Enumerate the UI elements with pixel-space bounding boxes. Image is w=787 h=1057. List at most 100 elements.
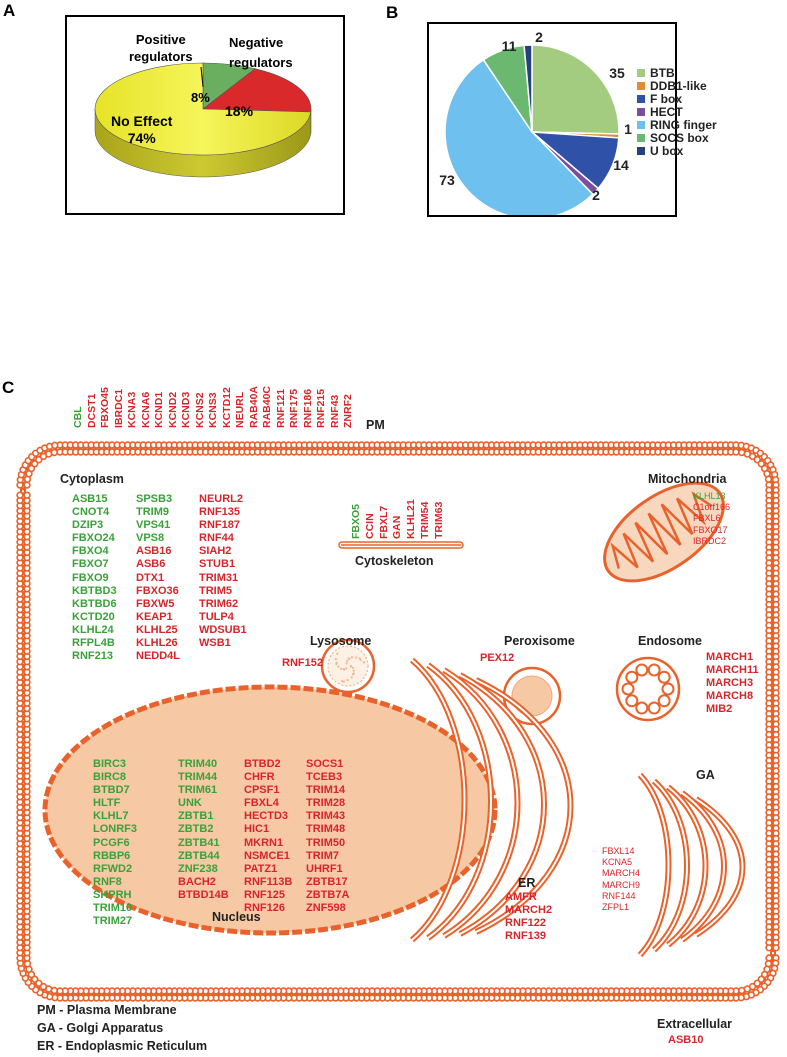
- gene-label: FBXL4: [244, 797, 292, 810]
- pm-gene-label: RAB40C: [261, 386, 273, 428]
- gene-label: TCEB3: [306, 771, 349, 784]
- gene-label: MARCH1: [706, 651, 759, 664]
- gene-label: ZFPL1: [602, 902, 640, 913]
- membrane-bead: [766, 945, 772, 951]
- gene-label: RFPL4B: [72, 637, 117, 650]
- gene-label: KBTBD6: [72, 598, 117, 611]
- gene-label: FBXO36: [136, 585, 180, 598]
- gene-label: TRIM31: [199, 572, 247, 585]
- gene-label: RBBP6: [93, 850, 137, 863]
- footnote-pm: PM - Plasma Membrane: [37, 1003, 207, 1021]
- pm-gene-label: NEURL: [234, 392, 246, 428]
- gene-label: ASB15: [72, 493, 117, 506]
- pm-label: PM: [366, 418, 385, 432]
- gene-label: TRIM44: [178, 771, 229, 784]
- gene-label: TRIM5: [199, 585, 247, 598]
- cytoskeleton-gene-label: FBXL7: [378, 506, 390, 539]
- lysosome-dot: [343, 668, 345, 670]
- lysosome-dot: [337, 665, 339, 667]
- gene-label: RNF187: [199, 519, 247, 532]
- gene-label: HLTF: [93, 797, 137, 810]
- gene-label: ZBTB41: [178, 837, 229, 850]
- gene-label: TRIM50: [306, 837, 349, 850]
- gene-label: RNF122: [505, 917, 552, 930]
- gene-label: FBXO4: [72, 545, 117, 558]
- gene-label: BTBD14B: [178, 889, 229, 902]
- lysosome-dot: [345, 662, 347, 664]
- gene-label: LONRF3: [93, 823, 137, 836]
- membrane-bead: [51, 450, 57, 456]
- gene-label: VPS41: [136, 519, 180, 532]
- gene-label: CPSF1: [244, 784, 292, 797]
- pm-gene-label: KCNS2: [194, 392, 206, 428]
- pm-gene-label: RNF43: [329, 395, 341, 428]
- gene-label: ZBTB44: [178, 850, 229, 863]
- cytoskeleton-gene-label: GAN: [391, 516, 403, 539]
- gene-label: PCGF6: [93, 837, 137, 850]
- lysosome-dot: [350, 665, 352, 667]
- gene-label: KBTBD3: [72, 585, 117, 598]
- gene-label: ASB6: [136, 558, 180, 571]
- gene-label: TULP4: [199, 611, 247, 624]
- pm-gene-label: RAB40A: [248, 386, 260, 428]
- gene-label: ZNF238: [178, 863, 229, 876]
- gene-label: MARCH8: [706, 690, 759, 703]
- gene-label: MARCH11: [706, 664, 759, 677]
- gene-label: ZBTB7A: [306, 889, 349, 902]
- lysosome-dot: [340, 668, 342, 670]
- gene-label: UNK: [178, 797, 229, 810]
- gene-label: KEAP1: [136, 611, 180, 624]
- footnote-er: ER - Endoplasmic Reticulum: [37, 1039, 207, 1057]
- gene-label: ZBTB17: [306, 876, 349, 889]
- lysosome-dot: [335, 658, 337, 660]
- gene-label: RNF139: [505, 930, 552, 943]
- gene-label: UHRF1: [306, 863, 349, 876]
- gene-label: SOCS1: [306, 758, 349, 771]
- pm-gene-label: RNF215: [315, 389, 327, 428]
- gene-label: MIB2: [706, 703, 759, 716]
- gene-label: BIRC3: [93, 758, 137, 771]
- gene-label: KLHL25: [136, 624, 180, 637]
- gene-label: FBXL6: [693, 513, 730, 524]
- gene-label: ASB10: [668, 1034, 703, 1047]
- pm-gene-label: KCND2: [167, 392, 179, 428]
- membrane-bead: [733, 449, 739, 455]
- cytoskeleton-gene-label: CCIN: [364, 513, 376, 539]
- lysosome-title: Lysosome: [310, 634, 371, 648]
- gene-label: KLHL26: [136, 637, 180, 650]
- gene-label: NEURL2: [199, 493, 247, 506]
- gene-label: FBXO17: [693, 525, 730, 536]
- gene-label: HECTD3: [244, 810, 292, 823]
- lysosome-dot: [336, 662, 338, 664]
- pm-gene-label: KCNA6: [140, 392, 152, 428]
- lysosome-dot: [336, 653, 338, 655]
- gene-label: SPSB3: [136, 493, 180, 506]
- gene-label: TRIM28: [306, 797, 349, 810]
- lysosome-dot: [353, 670, 355, 672]
- gene-label: MARCH2: [505, 904, 552, 917]
- gene-label: WDSUB1: [199, 624, 247, 637]
- gene-label: KLHL24: [72, 624, 117, 637]
- gene-label: TRIM27: [93, 915, 137, 928]
- membrane-bead: [24, 482, 30, 488]
- golgi-cisterna: [640, 775, 669, 955]
- gene-label: NEDD4L: [136, 650, 180, 663]
- pm-gene-label: KCND1: [153, 392, 165, 428]
- gene-label: TRIM7: [306, 850, 349, 863]
- gene-label: RNF113B: [244, 876, 292, 889]
- gene-label: FBXO9: [72, 572, 117, 585]
- gene-label: FBXO7: [72, 558, 117, 571]
- gene-label: TRIM9: [136, 506, 180, 519]
- nucleus-title: Nucleus: [212, 910, 261, 924]
- gene-label: BACH2: [178, 876, 229, 889]
- lysosome-dot: [345, 667, 347, 669]
- gene-label: PATZ1: [244, 863, 292, 876]
